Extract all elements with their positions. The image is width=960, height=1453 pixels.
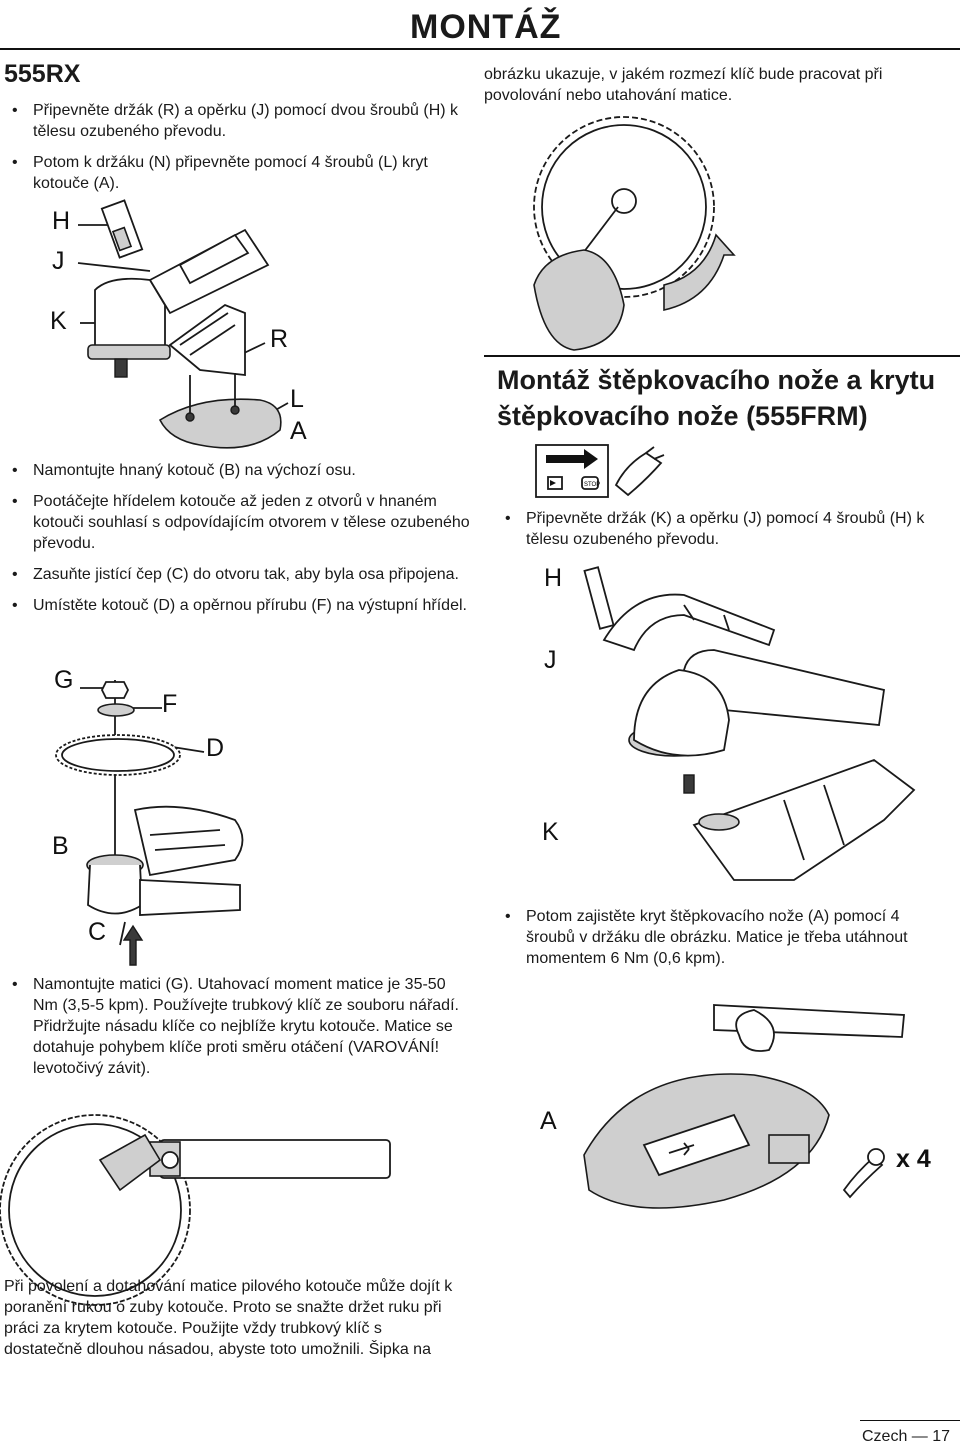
label-b: B bbox=[52, 832, 69, 860]
bullet-list-1: Připevněte držák (R) a opěrku (J) pomocí… bbox=[4, 100, 466, 204]
figure-blade-exploded: G F D B C bbox=[0, 660, 470, 970]
label-h-right: H bbox=[544, 564, 563, 592]
wrench-rotation-drawing bbox=[533, 116, 736, 351]
label-l: L bbox=[290, 385, 304, 413]
section-title-555rx: 555RX bbox=[4, 60, 81, 88]
label-k: K bbox=[50, 307, 67, 335]
gearbox-holder-drawing bbox=[583, 566, 916, 881]
label-c: C bbox=[88, 918, 107, 946]
footer-rule bbox=[860, 1420, 960, 1421]
guard-screws-drawing bbox=[583, 1004, 905, 1209]
label-x4: x 4 bbox=[896, 1145, 931, 1173]
figure-wrench-rotation bbox=[484, 115, 944, 355]
bullet-list-right-2: Potom zajistěte kryt štěpkovacího nože (… bbox=[497, 906, 937, 979]
wrench-drawing bbox=[0, 1114, 391, 1306]
list-item: Pootáčejte hřídelem kotouče až jeden z o… bbox=[4, 491, 470, 554]
label-h: H bbox=[52, 207, 71, 235]
page-footer: Czech — 17 bbox=[862, 1428, 951, 1445]
section-title-555frm: Montáž štěpkovacího nože a krytu štěpkov… bbox=[497, 365, 936, 431]
label-a-right: A bbox=[540, 1107, 557, 1135]
label-g: G bbox=[54, 666, 74, 694]
list-item: Umístěte kotouč (D) a opěrnou přírubu (F… bbox=[4, 595, 470, 616]
page-title: MONTÁŽ bbox=[410, 8, 562, 46]
bullet-list-3: Namontujte matici (G). Utahovací moment … bbox=[4, 974, 470, 1089]
figure-wrench-blade bbox=[0, 1100, 470, 1306]
warning-paragraph: Při povolení a dotahování matice pilovéh… bbox=[4, 1278, 453, 1358]
bullet-list-right-1: Připevněte držák (K) a opěrku (J) pomocí… bbox=[497, 508, 957, 560]
blade-drawing bbox=[55, 680, 244, 966]
bullet-list-2: Namontujte hnaný kotouč (B) na výchozí o… bbox=[4, 460, 470, 626]
section-rule bbox=[484, 355, 960, 357]
list-item: Namontujte hnaný kotouč (B) na výchozí o… bbox=[4, 460, 470, 481]
tool-icon-box: STOP bbox=[535, 444, 686, 498]
label-j: J bbox=[52, 247, 65, 275]
list-item: Potom k držáku (N) připevněte pomocí 4 š… bbox=[4, 152, 466, 194]
list-item: Připevněte držák (R) a opěrku (J) pomocí… bbox=[4, 100, 466, 142]
list-item: Připevněte držák (K) a opěrku (J) pomocí… bbox=[497, 508, 957, 550]
holder-drawing bbox=[77, 199, 289, 449]
label-r: R bbox=[270, 325, 289, 353]
figure-guard-screws: A x 4 bbox=[484, 985, 954, 1225]
figure-holder-assembly: H J K R L A bbox=[0, 195, 470, 455]
figure-gearbox-holder: H J K bbox=[484, 560, 944, 881]
label-f: F bbox=[162, 690, 178, 718]
label-k-right: K bbox=[542, 818, 559, 846]
list-item: Namontujte matici (G). Utahovací moment … bbox=[4, 974, 470, 1079]
label-a: A bbox=[290, 417, 307, 445]
label-d: D bbox=[206, 734, 225, 762]
label-j-right: J bbox=[544, 646, 557, 674]
list-item: Zasuňte jistící čep (C) do otvoru tak, a… bbox=[4, 564, 470, 585]
header-rule bbox=[0, 48, 960, 50]
stop-label: STOP bbox=[584, 482, 600, 488]
list-item: Potom zajistěte kryt štěpkovacího nože (… bbox=[497, 906, 937, 969]
tool-icon-drawing: STOP bbox=[535, 444, 665, 498]
intro-paragraph: obrázku ukazuje, v jakém rozmezí klíč bu… bbox=[484, 66, 883, 104]
